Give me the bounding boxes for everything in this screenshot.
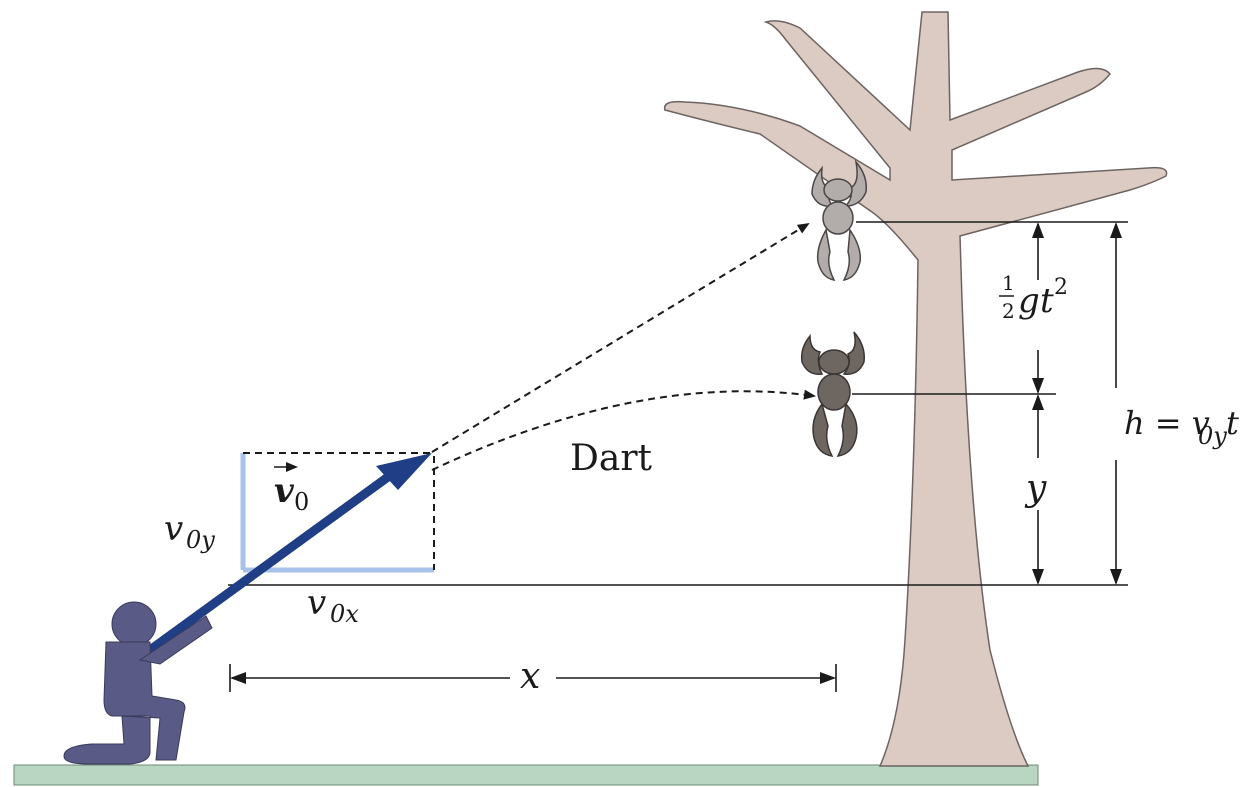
half-g-t-squared-label: 1 2 g t 2 (999, 271, 1068, 323)
svg-text:v: v (307, 583, 326, 623)
v0-vector-label: v 0 (274, 462, 309, 516)
v0y-label: v 0y (164, 509, 215, 554)
monkey-falling-icon (800, 331, 866, 457)
x-label: x (520, 656, 540, 697)
svg-text:0: 0 (294, 488, 309, 516)
svg-text:1: 1 (1002, 271, 1015, 295)
kneeling-person-icon (63, 601, 213, 765)
guide-lines (228, 221, 1128, 586)
svg-text:g: g (1018, 281, 1040, 321)
svg-text:2: 2 (1054, 275, 1068, 300)
svg-text:0y: 0y (1198, 422, 1227, 450)
aim-line-dashed (431, 222, 810, 453)
svg-text:0y: 0y (186, 526, 215, 554)
y-label: y (1024, 468, 1047, 509)
dart-label: Dart (570, 438, 653, 479)
svg-text:0x: 0x (330, 600, 359, 628)
dimension-arrows (229, 222, 1122, 692)
monkey-hanging-icon (811, 159, 868, 281)
tree-icon (663, 11, 1168, 767)
velocity-components (240, 453, 434, 573)
svg-text:t: t (1226, 404, 1239, 442)
component-projections (243, 452, 435, 570)
svg-text:v: v (164, 509, 183, 549)
svg-text:2: 2 (1002, 299, 1015, 323)
svg-text:v: v (274, 471, 295, 511)
dart-trajectory-dashed (431, 389, 816, 471)
ground (13, 764, 1039, 786)
svg-text:h = v: h = v (1124, 404, 1210, 442)
v0x-label: v 0x (307, 583, 359, 628)
svg-text:t: t (1040, 281, 1054, 321)
h-equation-label: h = v 0y t (1124, 404, 1239, 450)
dart-velocity-arrow (145, 453, 432, 655)
